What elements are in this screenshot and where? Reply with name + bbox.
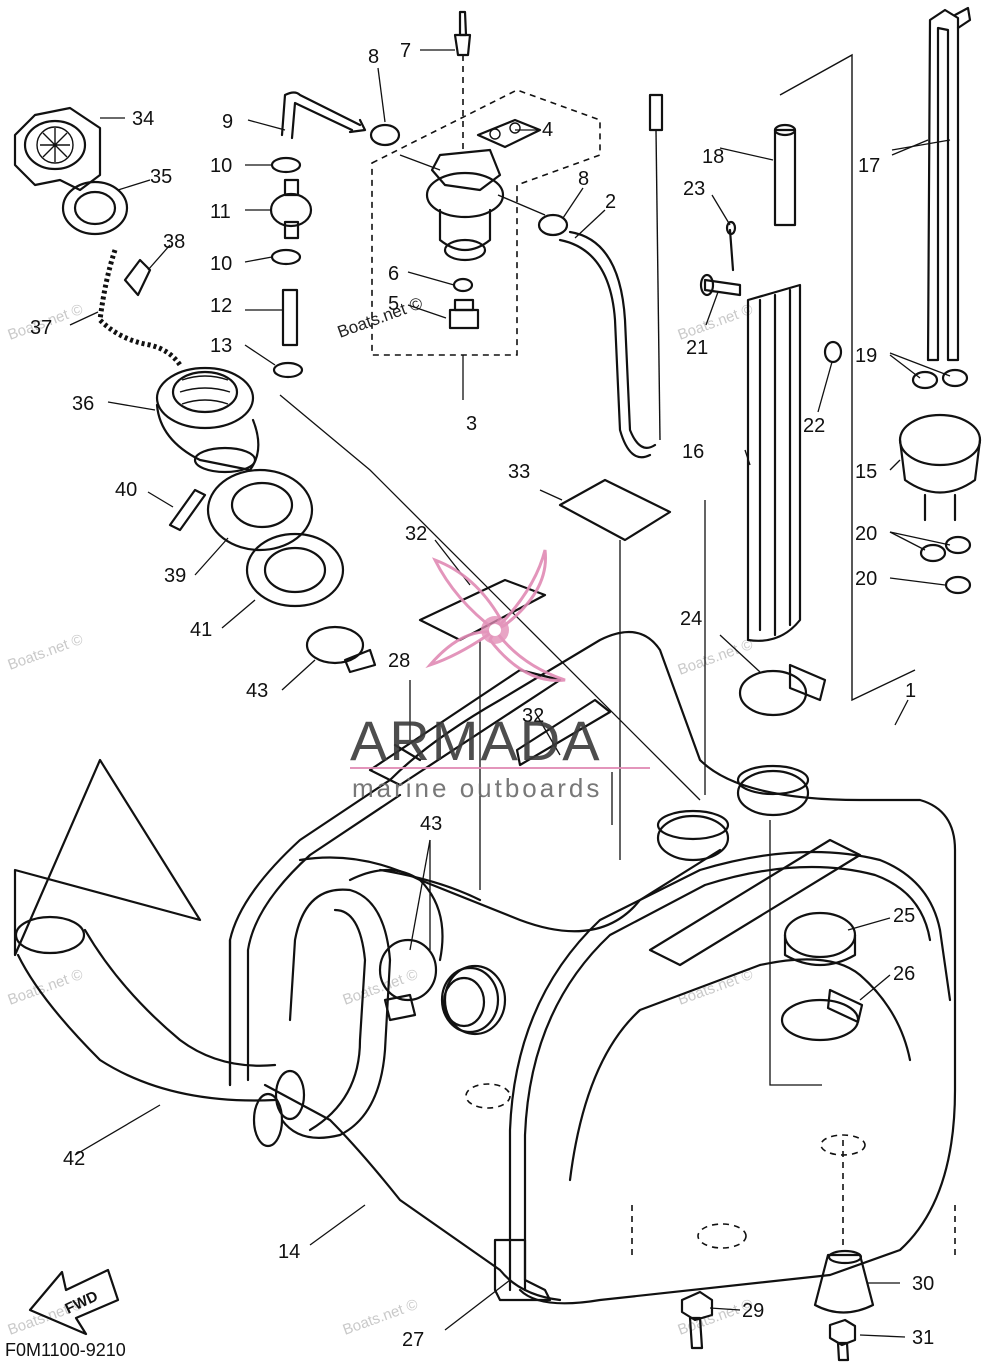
brand-name: ARMADA — [350, 709, 602, 772]
callout-35: 35 — [150, 166, 172, 188]
callout-27: 27 — [402, 1329, 424, 1351]
callout-20b: 20 — [855, 568, 877, 590]
callout-32: 32 — [405, 523, 427, 545]
callout-12: 12 — [210, 295, 232, 317]
watermarks: Boats.net © Boats.net © Boats.net © Boat… — [6, 293, 756, 1338]
callout-10b: 10 — [210, 253, 232, 275]
callout-9: 9 — [222, 111, 233, 133]
callout-14: 14 — [278, 1241, 300, 1263]
callout-36: 36 — [72, 393, 94, 415]
fuel-cock-assembly — [269, 10, 664, 459]
fuel-tank — [228, 630, 957, 1305]
callout-10: 10 — [210, 155, 232, 177]
callout-1: 1 — [905, 680, 916, 702]
callout-43: 43 — [246, 680, 268, 702]
callout-8b: 8 — [578, 168, 589, 190]
callout-11: 11 — [210, 201, 231, 223]
callout-7: 7 — [400, 40, 411, 62]
callout-17: 17 — [858, 155, 880, 177]
callout-31: 31 — [912, 1327, 934, 1349]
callout-6: 6 — [388, 263, 399, 285]
propeller-icon — [425, 549, 566, 682]
callout-25: 25 — [893, 905, 915, 927]
leader-lines — [69, 49, 951, 1338]
callout-40: 40 — [115, 479, 137, 501]
callout-20: 20 — [855, 523, 877, 545]
callout-15: 15 — [855, 461, 877, 483]
watermark: Boats.net © — [6, 631, 86, 674]
callout-2: 2 — [605, 191, 616, 213]
callout-21: 21 — [686, 337, 708, 359]
mount-parts — [680, 1134, 875, 1362]
callout-42: 42 — [63, 1148, 85, 1170]
callout-23: 23 — [683, 178, 705, 200]
callouts: 1 2 3 4 5 6 7 8 8 9 10 10 11 12 13 14 15… — [30, 40, 934, 1351]
diagram-code: F0M1100-9210 — [5, 1340, 126, 1360]
callout-4: 4 — [542, 119, 553, 141]
watermark: Boats.net © — [335, 293, 426, 341]
callout-13: 13 — [210, 335, 232, 357]
brand-tagline: marine outboards — [352, 773, 602, 803]
callout-30: 30 — [912, 1273, 934, 1295]
brand-logo: ARMADA marine outboards — [350, 549, 650, 803]
callout-41: 41 — [190, 619, 212, 641]
callout-26: 26 — [893, 963, 915, 985]
callout-34: 34 — [132, 108, 154, 130]
callout-5: 5 — [388, 293, 399, 315]
callout-37: 37 — [30, 317, 52, 339]
callout-24: 24 — [680, 608, 702, 630]
callout-43b: 43 — [420, 813, 442, 835]
callout-22: 22 — [803, 415, 825, 437]
watermark: Boats.net © — [6, 966, 86, 1009]
callout-8: 8 — [368, 46, 379, 68]
callout-32b: 32 — [522, 705, 544, 727]
callout-29: 29 — [742, 1300, 764, 1322]
filler-cap-assembly — [13, 106, 507, 1036]
callout-39: 39 — [164, 565, 186, 587]
callout-18: 18 — [702, 146, 724, 168]
callout-33: 33 — [508, 461, 530, 483]
callout-19: 19 — [855, 345, 877, 367]
callout-3: 3 — [466, 413, 477, 435]
gauge-assembly — [418, 6, 982, 1042]
callout-28: 28 — [388, 650, 410, 672]
filler-hose — [13, 758, 444, 1148]
callout-16: 16 — [682, 441, 704, 463]
callout-38: 38 — [163, 231, 185, 253]
